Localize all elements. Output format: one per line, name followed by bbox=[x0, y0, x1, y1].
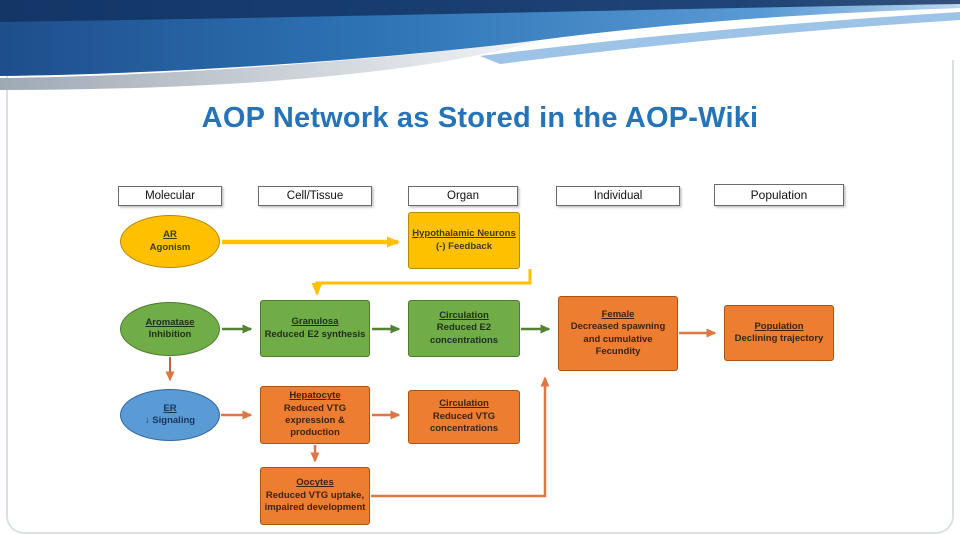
node-hypothalamic-neurons: Hypothalamic Neurons (-) Feedback bbox=[408, 212, 520, 269]
node-subtitle: Declining trajectory bbox=[734, 333, 824, 344]
node-title: AR bbox=[163, 229, 177, 241]
wave-silver-swish bbox=[0, 40, 540, 90]
node-subtitle: Reduced VTG expression & production bbox=[283, 402, 347, 439]
slide-frame bbox=[6, 60, 954, 534]
node-subtitle: Decreased spawning and cumulative Fecund… bbox=[570, 321, 666, 357]
node-title: ER bbox=[163, 402, 177, 414]
column-header-individual: Individual bbox=[556, 186, 680, 206]
node-title: Hypothalamic Neurons bbox=[412, 228, 516, 240]
wave-main-band bbox=[0, 0, 960, 76]
node-title: Circulation bbox=[439, 398, 489, 410]
node-oocytes: Oocytes Reduced VTG uptake, impaired dev… bbox=[260, 467, 370, 525]
wave-lightblue-swish bbox=[480, 12, 960, 64]
node-subtitle: Reduced VTG uptake, impaired development bbox=[264, 489, 366, 514]
node-title: Population bbox=[754, 320, 804, 332]
node-subtitle: Reduced E2 synthesis bbox=[264, 328, 366, 340]
node-population-trajectory: Population Declining trajectory bbox=[724, 305, 834, 361]
node-hepatocyte: Hepatocyte Reduced VTG expression & prod… bbox=[260, 386, 370, 444]
node-title: Granulosa bbox=[291, 316, 339, 328]
node-ar-agonism: AR Agonism bbox=[120, 215, 220, 268]
wave-navy-strip bbox=[0, 0, 960, 22]
node-title: Circulation bbox=[439, 309, 489, 321]
node-er-signaling: ER ↓ Signaling bbox=[120, 389, 220, 441]
node-female-fecundity: Female Decreased spawning and cumulative… bbox=[558, 296, 678, 371]
node-subtitle: Agonism bbox=[149, 241, 191, 253]
node-circulation-e2: Circulation Reduced E2 concentrations bbox=[408, 300, 520, 357]
column-header-organ: Organ bbox=[408, 186, 518, 206]
column-header-cell-tissue: Cell/Tissue bbox=[258, 186, 372, 206]
node-subtitle: Reduced E2 concentrations bbox=[429, 322, 499, 346]
node-subtitle: ↓ Signaling bbox=[144, 415, 196, 426]
arrow-oocytes-to-female bbox=[371, 376, 550, 498]
node-subtitle: Reduced VTG concentrations bbox=[429, 410, 499, 435]
column-header-population: Population bbox=[714, 184, 844, 206]
node-title: Aromatase bbox=[145, 316, 195, 328]
node-title: Oocytes bbox=[296, 477, 334, 489]
node-granulosa: Granulosa Reduced E2 synthesis bbox=[260, 300, 370, 357]
header-wave-graphic bbox=[0, 0, 960, 90]
node-title: Hepatocyte bbox=[289, 390, 341, 402]
node-subtitle: Inhibition bbox=[148, 329, 192, 340]
node-title: Female bbox=[601, 308, 635, 320]
node-circulation-vtg: Circulation Reduced VTG concentrations bbox=[408, 390, 520, 444]
arrow-hypothalamic-to-granulosa bbox=[311, 269, 532, 296]
column-header-molecular: Molecular bbox=[118, 186, 222, 206]
node-subtitle: (-) Feedback bbox=[436, 240, 492, 252]
slide-title: AOP Network as Stored in the AOP-Wiki bbox=[201, 102, 759, 134]
node-aromatase-inhibition: Aromatase Inhibition bbox=[120, 302, 220, 356]
